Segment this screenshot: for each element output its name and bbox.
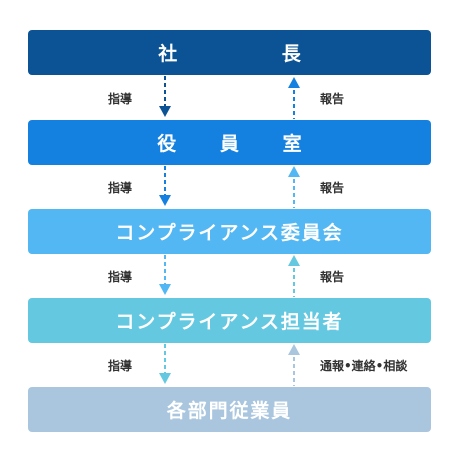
box-compliance-committee: コンプライアンス委員会 [28,209,431,254]
label-report-4: 通報•連絡•相談 [320,359,408,373]
box-executive-office-label: 役員室 [157,133,346,155]
label-report-1: 報告 [320,92,345,106]
box-president: 社長 [28,30,431,75]
box-executive-office: 役員室 [28,120,431,165]
arrow-up-4 [288,344,300,386]
box-compliance-committee-label: コンプライアンス委員会 [115,222,344,244]
label-guidance-2: 指導 [108,181,133,195]
arrow-down-2 [159,166,171,206]
arrow-down-1 [159,76,171,117]
label-report-3: 報告 [320,270,345,284]
arrow-down-4 [159,344,171,384]
box-compliance-officer: コンプライアンス担当者 [28,298,431,343]
arrow-down-3 [159,255,171,295]
label-report-2: 報告 [320,181,345,195]
label-guidance-1: 指導 [108,92,133,106]
arrow-up-3 [288,255,300,297]
box-compliance-officer-label: コンプライアンス担当者 [115,311,344,333]
arrow-up-2 [288,166,300,208]
label-guidance-4: 指導 [108,359,133,373]
box-department-employees: 各部門従業員 [28,387,431,432]
label-guidance-3: 指導 [108,270,133,284]
box-department-employees-label: 各部門従業員 [166,400,293,422]
box-president-label: 社長 [158,43,406,65]
arrow-up-1 [288,77,300,119]
